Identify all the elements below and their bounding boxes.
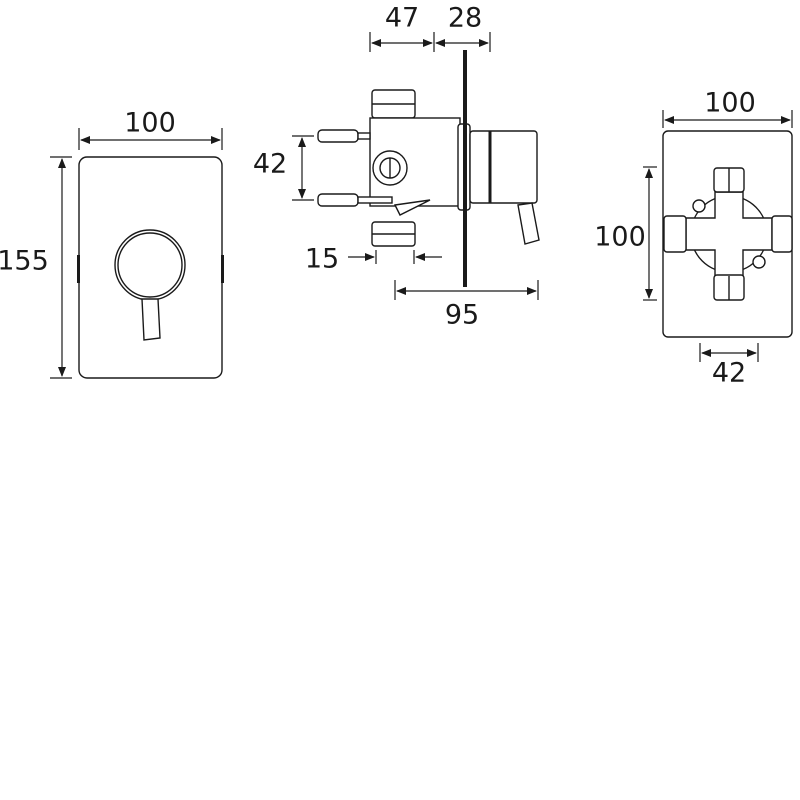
rear-width-label: 100 [704, 88, 756, 119]
wall-fixing-bottom [317, 193, 393, 207]
wall-plug [317, 193, 359, 207]
depth-b-label: 28 [448, 3, 482, 34]
rear-inlet-spacing-label: 42 [712, 358, 746, 389]
screw [357, 196, 393, 204]
inlet-spacing-label: 42 [253, 149, 287, 180]
side-view: 47 28 42 15 95 [253, 3, 540, 331]
wall-fixing-top [317, 129, 371, 143]
lever-handle [141, 298, 161, 341]
offset-label: 15 [305, 244, 339, 275]
wall-plate-edge [463, 50, 467, 287]
left-connector [663, 215, 687, 253]
screw [357, 132, 371, 140]
height-label: 155 [0, 246, 49, 277]
wall-plug [317, 129, 359, 143]
front-view: 100 155 [0, 108, 224, 379]
right-connector [771, 215, 793, 253]
bracket [393, 199, 431, 216]
width-label: 100 [124, 108, 176, 139]
control-knob-inner [117, 232, 183, 298]
screw-lug [752, 255, 766, 269]
rear-height-label: 100 [594, 222, 646, 253]
depth-a-label: 47 [385, 3, 419, 34]
lever-handle [517, 202, 540, 245]
projection-label: 95 [445, 300, 479, 331]
rear-view: 100 100 42 [594, 88, 793, 389]
plate-tab-left [77, 255, 80, 283]
screw-lug [692, 199, 706, 213]
cover-plate [78, 156, 223, 379]
knob-cylinder [469, 130, 538, 204]
plate-tab-right [221, 255, 224, 283]
